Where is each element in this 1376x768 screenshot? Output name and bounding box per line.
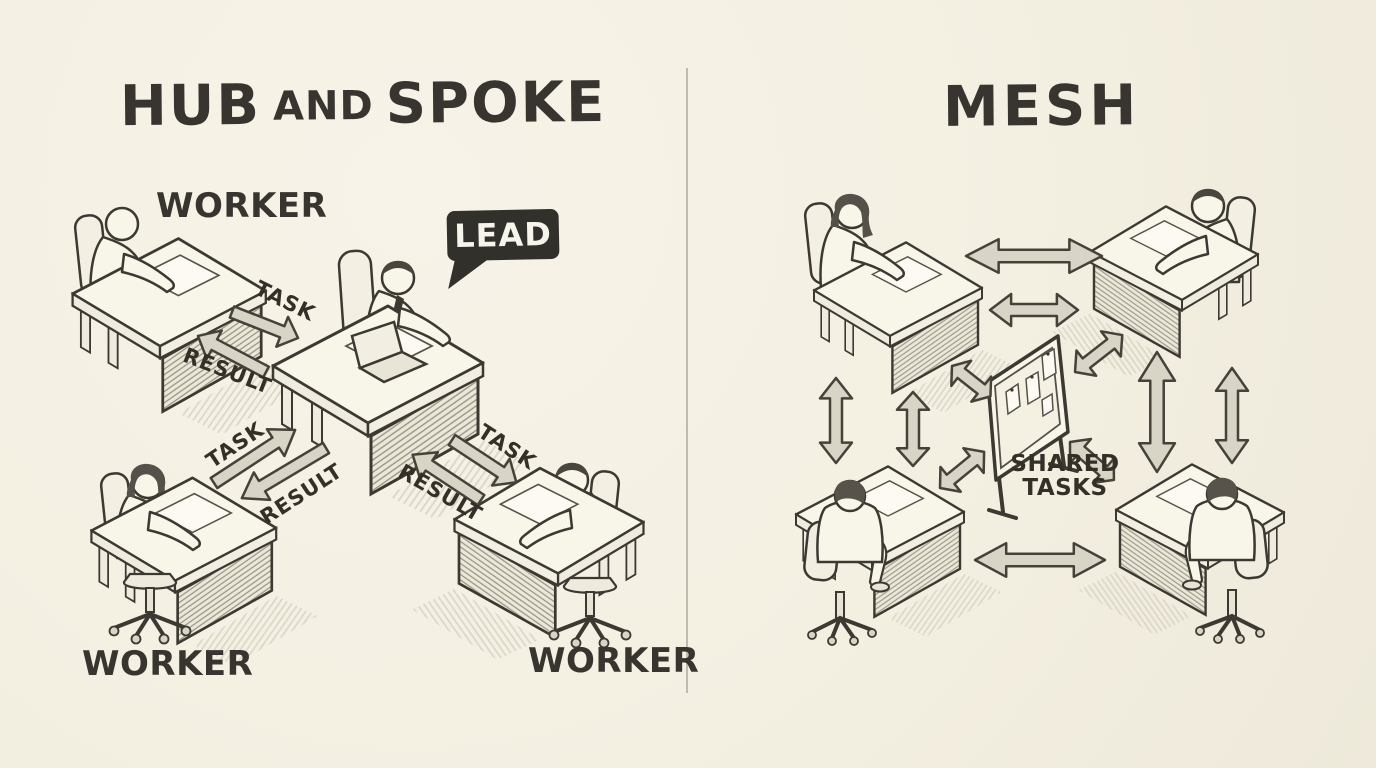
mesh-panel (794, 188, 1286, 647)
hub-title-word-3: SPOKE (385, 69, 607, 137)
arrow-mesh-bottom (973, 541, 1107, 579)
hub-title-word-2: AND (272, 82, 374, 130)
laptop (350, 320, 429, 384)
arrow-mesh-right-inner (1137, 350, 1177, 474)
arrow-mesh-left-inner (895, 390, 931, 468)
worker-label-bottom-left: WORKER (82, 644, 254, 684)
lead-speech-bubble: LEAD (446, 208, 560, 261)
worker-bottom-right-chair (547, 576, 633, 650)
shared-tasks-line-1: SHARED (1010, 451, 1120, 477)
arrow-bottomleft-to-board (928, 438, 996, 502)
arrow-mesh-left-outer (818, 376, 854, 465)
panel-divider (686, 68, 688, 693)
hub-title-word-1: HUB (119, 72, 262, 140)
arrow-mesh-top-long (964, 237, 1104, 275)
arrow-mesh-right-outer (1214, 366, 1250, 465)
worker-label-bottom-right: WORKER (528, 641, 700, 681)
shared-tasks-label: SHARED TASKS (1000, 452, 1130, 500)
worker-label-top-left: WORKER (156, 186, 328, 226)
lead-label: LEAD (453, 214, 553, 256)
mesh-title: MESH (942, 73, 1141, 140)
shared-task-board (986, 334, 1079, 520)
shared-tasks-line-2: TASKS (1022, 475, 1108, 501)
arrow-mesh-top-short (988, 292, 1080, 328)
hub-panel (71, 206, 645, 667)
